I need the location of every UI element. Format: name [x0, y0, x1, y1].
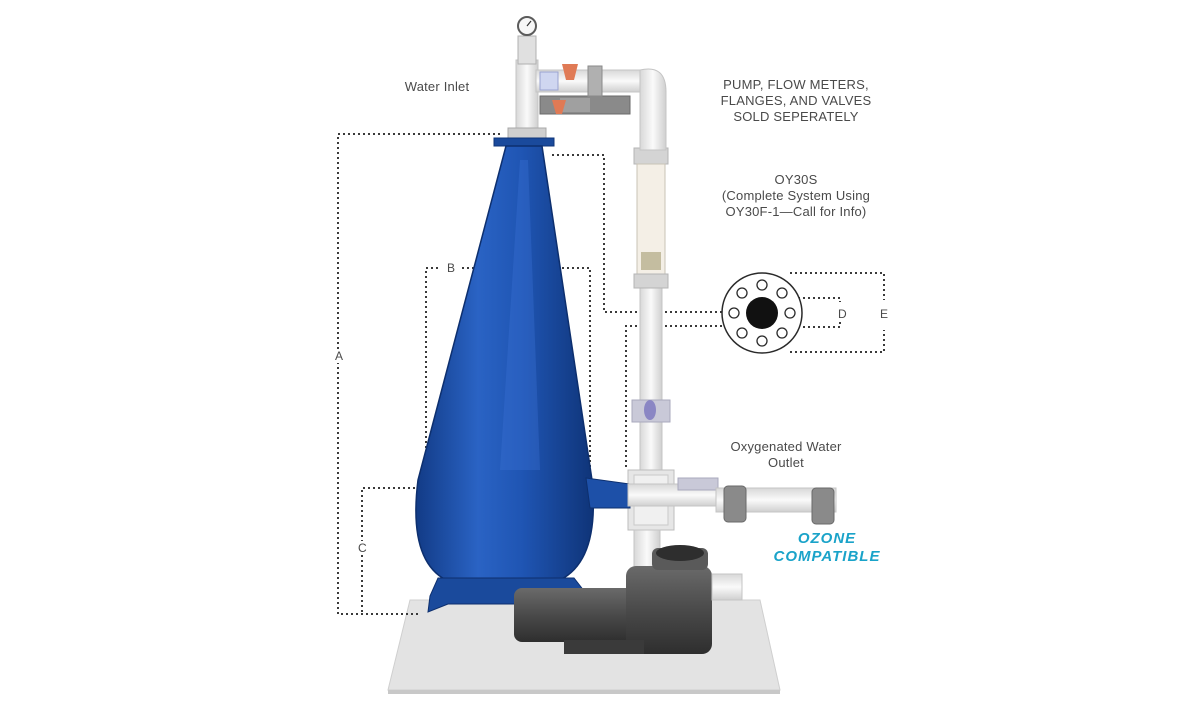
dimension-line-a: [337, 133, 500, 615]
dimension-label-e: E: [879, 307, 890, 321]
dimension-line-b-right: [462, 267, 591, 474]
vertical-pipe: [627, 147, 675, 571]
dimension-line-d-bottom: [788, 322, 841, 328]
badge-line: OZONE: [797, 530, 857, 547]
outlet-label: Oxygenated Water Outlet: [716, 439, 856, 471]
dimension-line-outlet: [625, 325, 722, 470]
ozone-compatible-badge: OZONE COMPATIBLE: [760, 530, 894, 566]
pump: [514, 545, 743, 654]
dimension-line-e: [790, 272, 885, 300]
sold-separately-line: PUMP, FLOW METERS,: [723, 77, 869, 92]
dimension-label-a: A: [334, 349, 345, 363]
water-inlet-label: Water Inlet: [404, 79, 470, 94]
oxygen-cone: [415, 145, 631, 613]
dimension-label-c: C: [357, 541, 368, 555]
dimension-label-b: B: [446, 261, 457, 275]
dimension-label-d: D: [837, 307, 848, 321]
system-info-line: OY30F-1—Call for Info): [725, 204, 867, 219]
outlet-label-line: Oxygenated Water: [730, 439, 842, 454]
system-info-line: (Complete System Using: [721, 188, 871, 203]
sold-separately-label: PUMP, FLOW METERS, FLANGES, AND VALVES S…: [716, 77, 876, 125]
dimension-line-inlet: [552, 154, 722, 313]
system-info-line: OY30S: [774, 172, 818, 187]
dimension-line-c: [361, 487, 420, 614]
dimension-line-d: [788, 297, 841, 302]
outlet-label-line: Outlet: [768, 455, 804, 470]
outlet-pipe: [627, 477, 837, 525]
dimension-line-e-bottom: [790, 330, 885, 353]
dimension-lines: [337, 133, 885, 615]
cone-flange: [493, 127, 555, 147]
flange-face: [721, 272, 803, 354]
system-info-label: OY30S (Complete System Using OY30F-1—Cal…: [716, 172, 876, 220]
inlet-piping: [515, 16, 667, 151]
sold-separately-line: SOLD SEPERATELY: [733, 109, 859, 124]
sold-separately-line: FLANGES, AND VALVES: [720, 93, 872, 108]
badge-line: COMPATIBLE: [773, 548, 881, 565]
